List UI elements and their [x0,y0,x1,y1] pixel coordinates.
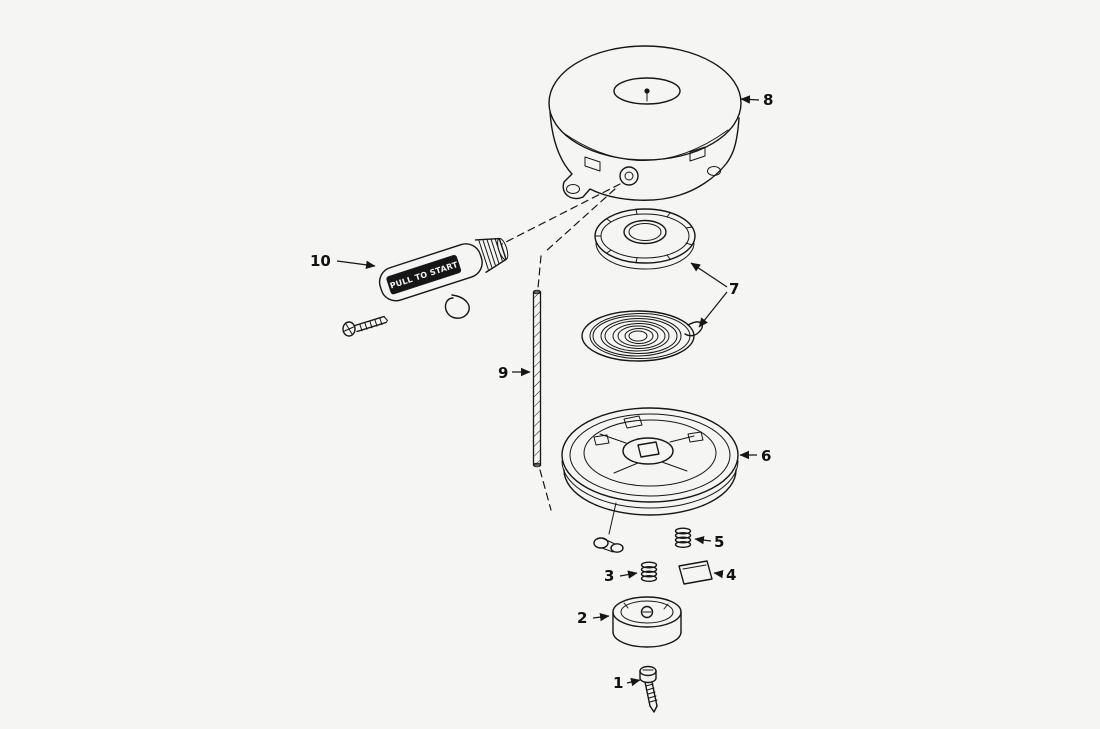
mounting-hole [566,184,580,194]
leader-line-7a [690,262,728,288]
assembly-axis-line [537,255,542,289]
grip-screw [342,315,388,337]
center-square-hole [637,441,660,458]
rope-guide-rod [532,289,542,468]
rope-outlet-hub [619,166,639,186]
pawl-spring [674,527,692,549]
leader-line-1 [626,677,641,687]
friction-cup [612,596,682,648]
assembly-axis-line [539,469,552,511]
leader-line-2 [592,612,610,622]
leader-line-10 [336,260,376,269]
callout-4: 4 [726,566,736,584]
pawl-retainer-plate [678,560,713,585]
grip-label-plate [386,254,462,295]
center-boss [622,437,674,465]
spring-cover [594,208,696,270]
assembly-axis-line [501,183,621,245]
callouts: 8 7 10 9 6 5 4 3 2 1 [310,91,773,692]
callout-7: 7 [729,280,739,298]
leader-line-3 [619,570,638,579]
leader-line-4 [713,569,724,579]
callout-1: 1 [613,674,623,692]
callout-3: 3 [604,567,614,585]
mounting-hole [707,166,721,176]
rope-hook [444,294,470,319]
starter-housing [548,45,742,201]
spring-hook [684,321,704,337]
friction-spring [640,561,658,583]
assembly-axis-line [544,188,616,253]
callout-8: 8 [763,91,773,109]
leader-line-7b [698,291,728,328]
pawl [593,537,624,553]
callout-6: 6 [761,447,771,465]
callout-2: 2 [577,609,587,627]
starter-pulley [561,407,739,516]
recoil-spring [581,310,704,362]
retainer-screw [639,665,658,713]
starter-grip: PULL TO START [378,237,509,302]
callout-10: 10 [310,252,331,270]
callout-9: 9 [498,364,508,382]
leader-line-5 [694,535,712,545]
leader-line-8 [740,95,760,104]
callout-5: 5 [714,533,724,551]
